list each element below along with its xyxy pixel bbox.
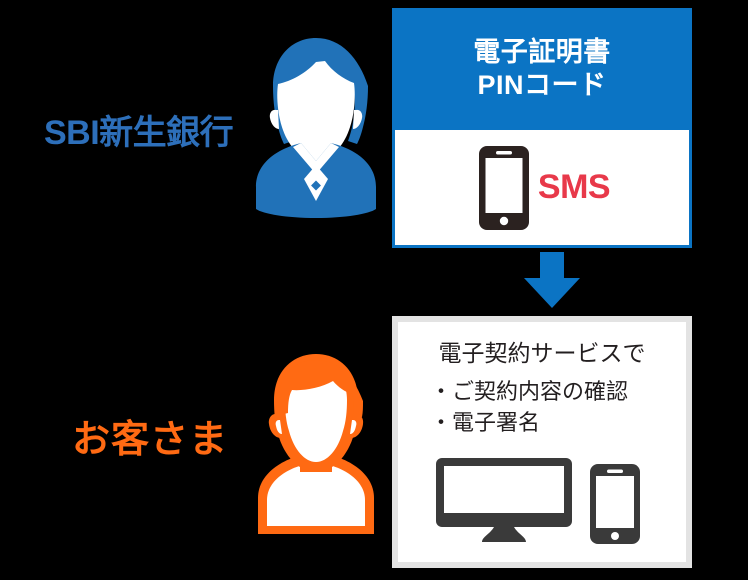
sms-label: SMS bbox=[537, 168, 611, 206]
contract-heading: 電子契約サービスで bbox=[438, 340, 646, 366]
smartphone-icon bbox=[478, 145, 530, 231]
contract-device-icons bbox=[434, 456, 650, 544]
bank-actor-label: SBI新生銀行 bbox=[44, 114, 234, 152]
contract-panel: 電子契約サービスで ・ご契約内容の確認 ・電子署名 bbox=[392, 316, 692, 568]
auth-panel-body: SMS bbox=[392, 130, 692, 248]
auth-panel: 電子証明書 PINコード SMS bbox=[392, 8, 692, 248]
list-item: ・ご契約内容の確認 bbox=[430, 378, 629, 404]
list-item: ・電子署名 bbox=[430, 409, 541, 435]
auth-header-line-1: 電子証明書 bbox=[473, 36, 611, 67]
auth-panel-header: 電子証明書 PINコード bbox=[392, 8, 692, 130]
male-customer-avatar-icon bbox=[243, 352, 389, 534]
contract-item-list: ・ご契約内容の確認 ・電子署名 bbox=[398, 376, 686, 438]
customer-actor-label: お客さま bbox=[72, 419, 229, 461]
desktop-monitor-icon bbox=[436, 458, 572, 542]
arrow-down-icon bbox=[520, 252, 584, 308]
smartphone-icon bbox=[590, 464, 640, 544]
auth-header-line-2: PINコード bbox=[477, 70, 607, 100]
female-bank-staff-avatar-icon bbox=[243, 36, 389, 220]
